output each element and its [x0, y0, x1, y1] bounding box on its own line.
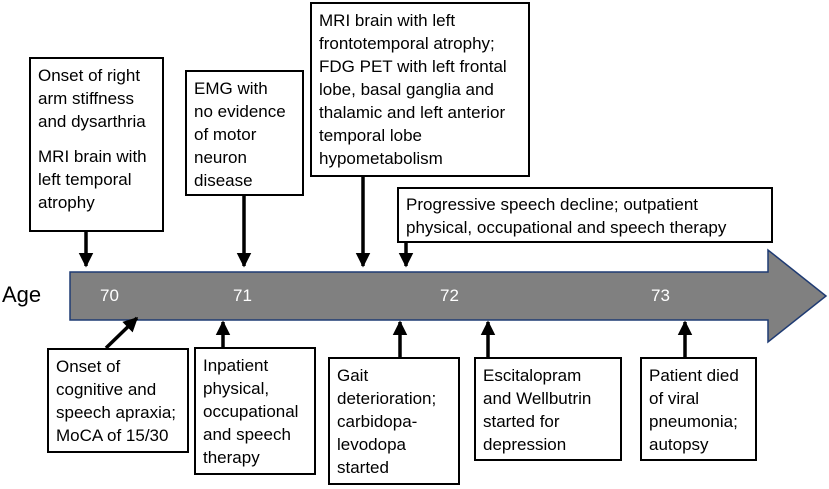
axis-label: Age: [2, 282, 42, 307]
tick-label: 70: [100, 286, 119, 305]
event-text: MRI brain with left temporal atrophy: [38, 147, 147, 212]
event-box-escitalopram: Escitalopram and Wellbutrin started for …: [474, 357, 622, 461]
event-text: Gait deterioration; carbidopa- levodopa …: [337, 366, 437, 477]
event-text: Onset of cognitive and speech apraxia; M…: [56, 357, 177, 445]
event-text: Inpatient physical, occupational and spe…: [203, 356, 299, 467]
event-text: EMG with no evidence of motor neuron dis…: [194, 79, 286, 190]
event-box-speech-decline: Progressive speech decline; outpatient p…: [397, 187, 773, 243]
event-text: Onset of right arm stiffness and dysarth…: [38, 66, 146, 131]
tick-label: 71: [233, 286, 252, 305]
event-text: Escitalopram and Wellbutrin started for …: [483, 366, 592, 454]
event-text: MRI brain with left frontotemporal atrop…: [319, 11, 507, 168]
event-box-onset-right-arm: Onset of right arm stiffness and dysarth…: [29, 57, 164, 232]
event-box-emg: EMG with no evidence of motor neuron dis…: [185, 70, 304, 196]
event-box-gait: Gait deterioration; carbidopa- levodopa …: [328, 357, 460, 485]
connector-below-1: [104, 316, 139, 350]
event-text: Patient died of viral pneumonia; autopsy: [649, 366, 739, 454]
tick-label: 73: [651, 286, 670, 305]
tick-label: 72: [440, 286, 459, 305]
timeline-arrow: [69, 248, 828, 344]
event-box-death: Patient died of viral pneumonia; autopsy: [640, 357, 757, 461]
event-box-cognitive-onset: Onset of cognitive and speech apraxia; M…: [47, 348, 189, 453]
event-box-mri-pet: MRI brain with left frontotemporal atrop…: [310, 2, 530, 177]
event-text: Progressive speech decline; outpatient p…: [406, 195, 727, 237]
event-box-inpatient-therapy: Inpatient physical, occupational and spe…: [194, 347, 316, 475]
